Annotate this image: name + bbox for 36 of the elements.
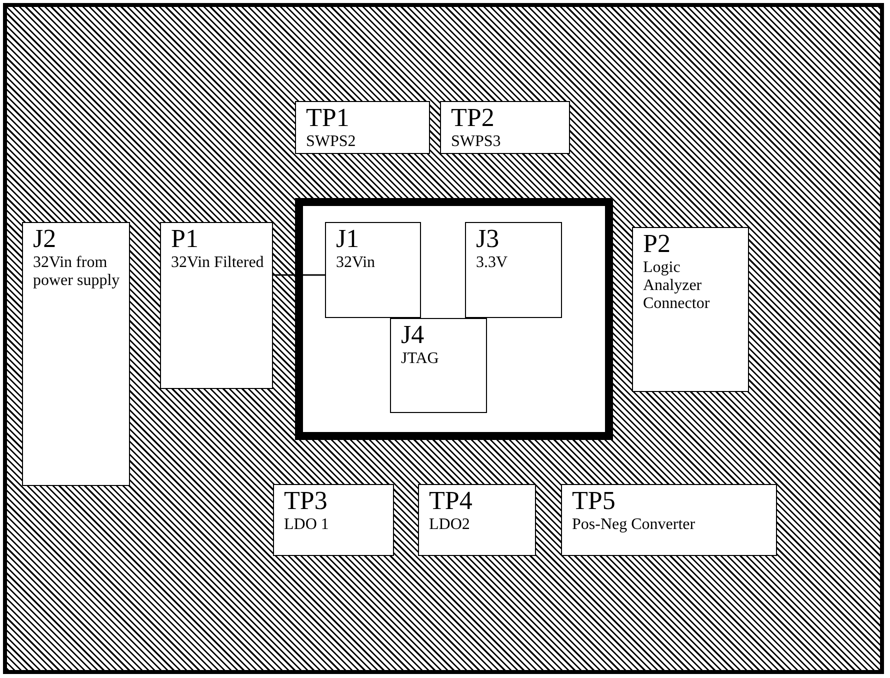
description-label: 32Vin from power supply [33, 254, 121, 290]
connection-line [273, 274, 325, 276]
reference-label: P2 [643, 231, 672, 257]
reference-label: TP2 [451, 105, 496, 131]
connector-box [273, 484, 394, 556]
description-label: 3.3V [476, 254, 509, 272]
description-label: LDO2 [429, 516, 471, 534]
reference-label: J2 [33, 226, 58, 252]
description-label: SWPS2 [306, 133, 357, 151]
connector-box [465, 222, 562, 318]
reference-label: TP1 [306, 105, 350, 131]
connector-box [295, 101, 430, 154]
module-outline [295, 198, 613, 440]
connector-box [390, 318, 487, 413]
description-label: LDO 1 [284, 516, 330, 534]
reference-label: J4 [401, 322, 426, 348]
description-label: 32Vin [336, 254, 376, 272]
reference-label: TP3 [284, 488, 328, 514]
connector-box [440, 101, 570, 154]
connector-box [632, 227, 749, 392]
reference-label: P1 [171, 226, 200, 252]
circuit-board [3, 3, 884, 674]
description-label: SWPS3 [451, 133, 502, 151]
reference-label: TP4 [429, 488, 474, 514]
description-label: Logic Analyzer Connector [643, 259, 711, 313]
description-label: Pos-Neg Converter [572, 516, 696, 534]
connector-box [561, 484, 777, 556]
reference-label: J1 [336, 226, 360, 252]
connector-box [325, 222, 421, 318]
reference-label: J3 [476, 226, 500, 252]
reference-label: TP5 [572, 488, 616, 514]
connector-box [160, 222, 273, 389]
connector-box [418, 484, 536, 556]
description-label: 32Vin Filtered [171, 254, 264, 272]
connector-box [22, 222, 130, 486]
description-label: JTAG [401, 350, 440, 368]
